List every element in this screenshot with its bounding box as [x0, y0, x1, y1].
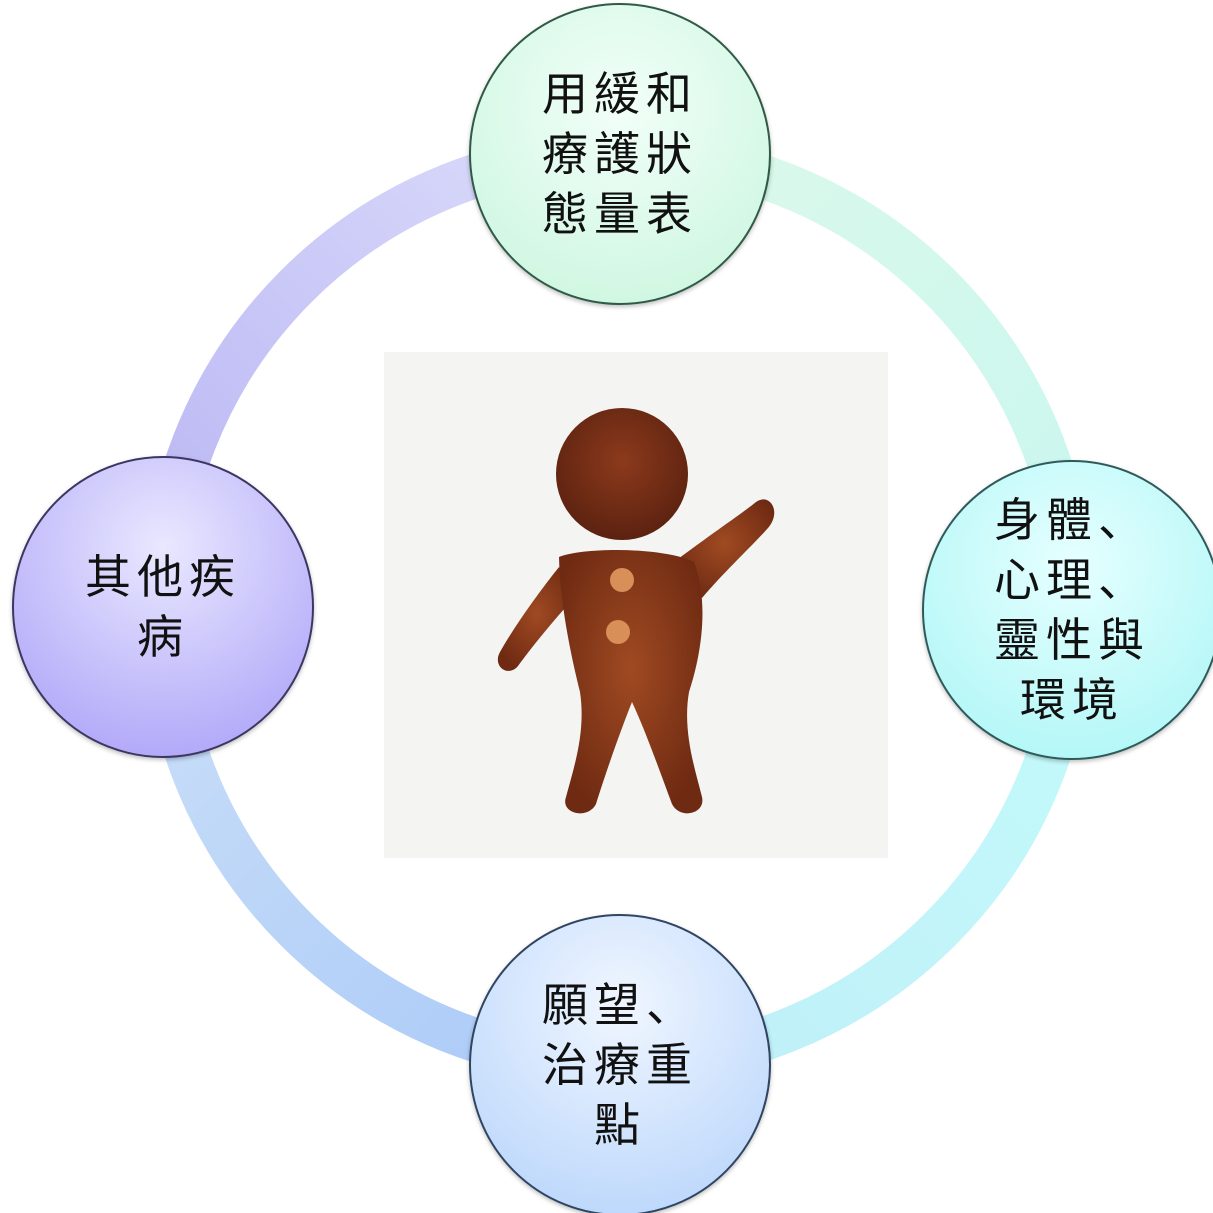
node-palliative-scale: 用緩和療護狀態量表 [469, 3, 771, 305]
node-palliative-scale-label: 用緩和療護狀態量表 [542, 67, 698, 241]
node-physical-psychological: 身體、心理、靈性與環境 [922, 460, 1213, 760]
node-other-diseases: 其他疾病 [12, 456, 314, 758]
gingerbread-person-picture [384, 352, 888, 858]
node-wishes-treatment: 願望、治療重點 [469, 914, 771, 1213]
node-other-diseases-label: 其他疾病 [85, 550, 241, 664]
node-physical-psychological-label: 身體、心理、靈性與環境 [994, 493, 1150, 727]
gingerbread-person-icon [497, 408, 775, 814]
button-dot-lower [606, 620, 630, 644]
node-wishes-treatment-label: 願望、治療重點 [542, 978, 698, 1152]
button-dot-upper [610, 568, 634, 592]
